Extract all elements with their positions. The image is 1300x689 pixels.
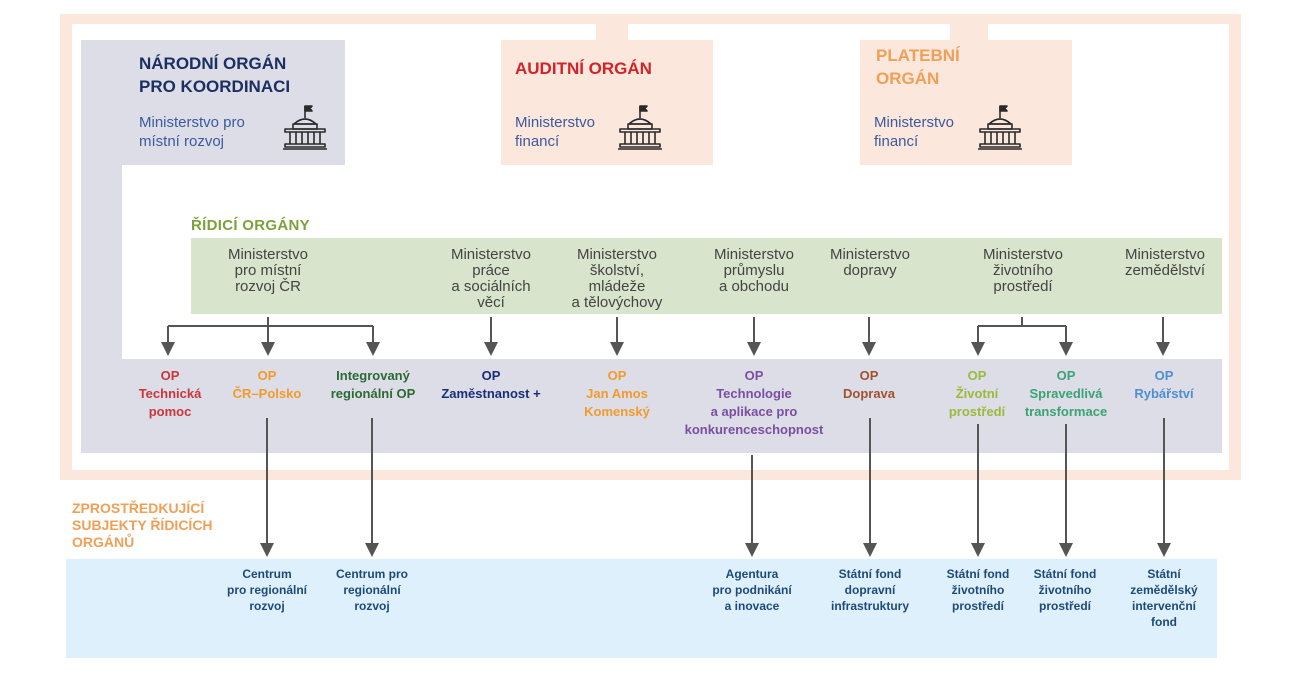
audit-ministry: Ministerstvo financí — [515, 114, 596, 150]
body-sfzp-1: Státní fond životního prostředí — [946, 567, 1010, 613]
managing-authorities-band — [191, 238, 1222, 314]
programme-technologies: OP Technologie a aplikace pro konkurence… — [684, 368, 824, 437]
intermediate-bodies-band — [66, 559, 1217, 658]
ministry-mzp: Ministerstvo životního prostředí — [982, 246, 1064, 295]
payment-connector — [950, 14, 988, 44]
body-sfzp-2: Státní fond životního prostředí — [1033, 567, 1097, 613]
ministry-mpsv: Ministerstvo práce a sociálních věcí — [450, 246, 532, 311]
ministry-md: Ministerstvo dopravy — [829, 246, 911, 279]
managing-authorities-label: ŘÍDICÍ ORGÁNY — [191, 217, 310, 234]
programme-jak: OP Jan Amos Komenský — [584, 368, 650, 419]
audit-connector — [596, 14, 628, 44]
ministry-mmr: Ministerstvo pro místní rozvoj ČR — [227, 246, 309, 295]
ministry-mze: Ministerstvo zemědělství — [1124, 246, 1206, 279]
ministry-mpo: Ministerstvo průmyslu a obchodu — [713, 246, 795, 295]
programme-fisheries: OP Rybářství — [1134, 368, 1194, 401]
government-building-icon — [283, 105, 327, 150]
programme-transport: OP Doprava — [842, 368, 896, 401]
programme-environment: OP Životní prostředí — [948, 368, 1006, 419]
programme-just-transition: OP Spravedlivá transformace — [1024, 368, 1108, 419]
payment-ministry: Ministerstvo financí — [874, 114, 955, 150]
programmes-band — [122, 359, 1222, 453]
programme-cz-poland: OP ČR–Polsko — [232, 368, 302, 401]
body-szif: Státní zemědělský intervenční fond — [1130, 567, 1198, 629]
body-api: Agentura pro podnikání a inovace — [712, 567, 792, 613]
programme-irop: Integrovaný regionální OP — [330, 368, 416, 401]
payment-title: PLATEBNÍ ORGÁN — [876, 46, 960, 88]
ministry-msmt: Ministerstvo školství, mládeže a tělovýc… — [571, 246, 663, 311]
body-crr-2: Centrum pro regionální rozvoj — [336, 567, 408, 613]
body-crr-1: Centrum pro regionální rozvoj — [226, 567, 307, 613]
coordination-spine — [81, 165, 122, 453]
government-building-icon — [618, 105, 662, 150]
audit-box — [501, 40, 713, 165]
body-sfdi: Státní fond dopravní infrastruktury — [830, 567, 910, 613]
government-building-icon — [978, 105, 1022, 150]
coordination-ministry: Ministerstvo pro místní rozvoj — [139, 114, 245, 150]
intermediate-bodies-label: ZPROSTŘEDKUJÍCÍ SUBJEKTY ŘÍDICÍCH ORGÁNŮ — [72, 500, 213, 550]
payment-box — [860, 40, 1072, 165]
programme-technical-assistance: OP Technická pomoc — [138, 368, 202, 419]
programme-employment: OP Zaměstnanost + — [441, 368, 541, 401]
audit-title: AUDITNÍ ORGÁN — [515, 59, 652, 78]
coordination-title: NÁRODNÍ ORGÁN PRO KOORDINACI — [139, 54, 291, 96]
